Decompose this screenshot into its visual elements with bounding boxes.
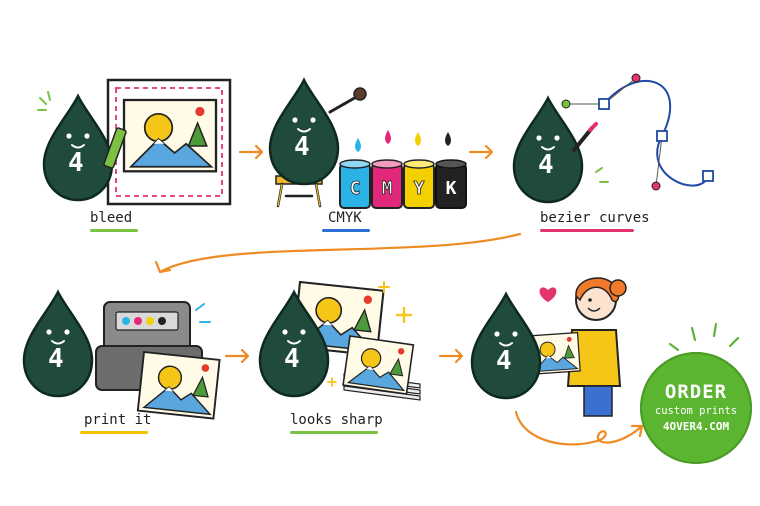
step-label-bezier: bezier curves — [540, 210, 650, 226]
step-label-cmyk: CMYK — [328, 210, 362, 226]
ink-can-k: K — [435, 159, 467, 209]
step-cmyk: C M Y K — [268, 78, 467, 209]
step-bleed — [37, 78, 232, 206]
step-bezier — [512, 73, 714, 204]
arrow-right-icon — [468, 144, 494, 160]
underline-bleed — [90, 229, 138, 232]
mascot-digit: 4 — [284, 344, 300, 374]
ink-can-y: Y — [403, 159, 435, 209]
flow-arrows-row1 — [154, 144, 522, 274]
ink-can-c: C — [339, 159, 371, 209]
underline-cmyk — [322, 229, 370, 232]
cta-line-custom-prints: custom prints — [654, 405, 738, 417]
arrow-right-icon — [238, 144, 264, 160]
print-stack — [342, 335, 421, 401]
ink-can-label: C — [350, 178, 361, 199]
crayon-icon — [103, 127, 127, 169]
step-sharp — [258, 280, 421, 401]
sparkle-icon — [37, 91, 51, 111]
pipette-icon — [328, 87, 367, 114]
underline-sharp — [290, 431, 378, 434]
printed-sheet — [136, 351, 221, 420]
ink-can-m: M — [371, 159, 403, 209]
sparkle-icon — [595, 167, 609, 183]
mascot-digit: 4 — [496, 346, 512, 376]
pen-tool-icon — [572, 122, 598, 152]
bezier-curve — [561, 73, 714, 191]
step-label-bleed: bleed — [90, 210, 133, 226]
mascot-digit: 4 — [538, 150, 554, 180]
arrow-right-icon — [224, 348, 250, 364]
step-label-sharp: looks sharp — [290, 412, 383, 428]
heart-icon — [539, 287, 557, 302]
underline-bezier — [540, 229, 634, 232]
arrow-curve-down-icon — [154, 232, 522, 274]
mascot-digit: 4 — [48, 344, 64, 374]
arrow-loop-icon — [514, 410, 644, 446]
sparkle-icon — [327, 377, 337, 387]
underline-print — [80, 431, 148, 434]
mascot-digit: 4 — [294, 132, 310, 162]
cta-sparkle-icon — [668, 322, 740, 352]
ink-can-label: K — [446, 178, 457, 199]
order-cta-button[interactable]: ORDER custom prints 4OVER4.COM — [640, 352, 752, 464]
step-print — [22, 290, 221, 420]
step-label-print: print it — [84, 412, 152, 428]
ink-can-label: Y — [414, 178, 425, 199]
arrow-right-icon — [438, 348, 464, 364]
step-handoff — [470, 277, 627, 417]
ink-cans: C M Y K — [339, 159, 467, 209]
cta-line-site: 4OVER4.COM — [662, 420, 730, 433]
ink-drops — [355, 130, 451, 152]
ink-can-label: M — [382, 178, 393, 199]
sparkle-icon — [378, 281, 390, 293]
mascot-digit: 4 — [68, 148, 84, 178]
cta-line-order: ORDER — [664, 381, 728, 403]
sparkle-icon — [395, 306, 413, 324]
bleed-artwork — [122, 98, 218, 173]
